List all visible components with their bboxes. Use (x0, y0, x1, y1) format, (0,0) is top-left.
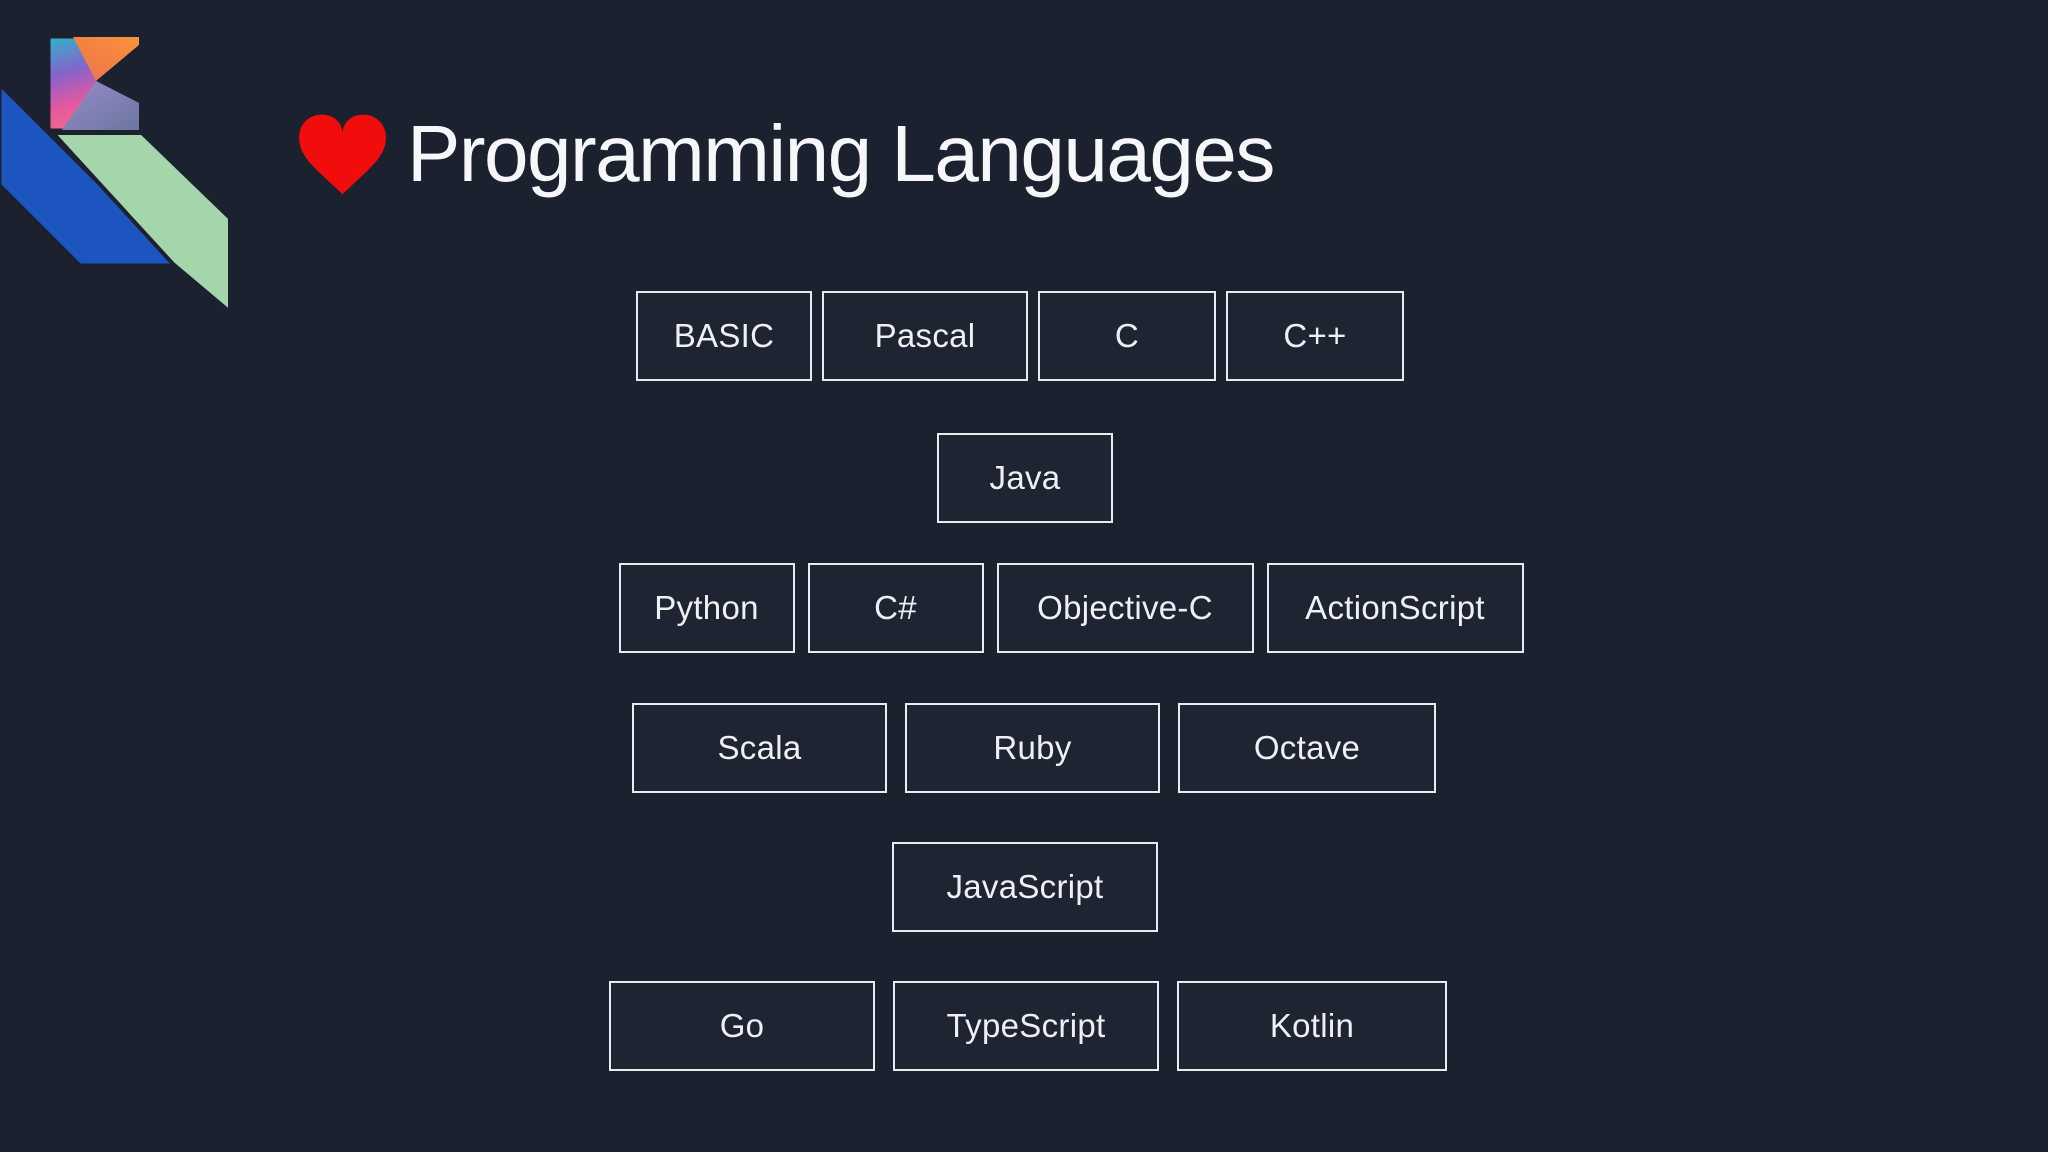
slide-header: Programming Languages (292, 104, 1275, 204)
language-box-go: Go (609, 981, 875, 1071)
language-box-c: C (1038, 291, 1216, 381)
language-box-c-: C# (807, 563, 984, 653)
language-box-kotlin: Kotlin (1177, 981, 1447, 1071)
language-box-java: Java (937, 433, 1113, 523)
language-box-octave: Octave (1178, 703, 1436, 793)
language-box-scala: Scala (632, 703, 887, 793)
language-row: JavaScript (1, 842, 2048, 932)
language-box-python: Python (618, 563, 795, 653)
language-box-typescript: TypeScript (893, 981, 1159, 1071)
slide-title: Programming Languages (407, 109, 1275, 198)
kotlin-logo (0, 35, 232, 317)
language-box-objective-c: Objective-C (996, 563, 1254, 653)
logo-green-band (48, 131, 232, 317)
heart-icon (299, 114, 386, 195)
logo-k-mark (47, 35, 141, 132)
language-box-javascript: JavaScript (892, 842, 1158, 932)
language-row: Java (1, 433, 2048, 523)
language-box-basic: BASIC (636, 291, 812, 381)
language-box-ruby: Ruby (905, 703, 1160, 793)
language-box-pascal: Pascal (822, 291, 1028, 381)
language-box-c-: C++ (1226, 291, 1404, 381)
language-box-actionscript: ActionScript (1266, 563, 1524, 653)
